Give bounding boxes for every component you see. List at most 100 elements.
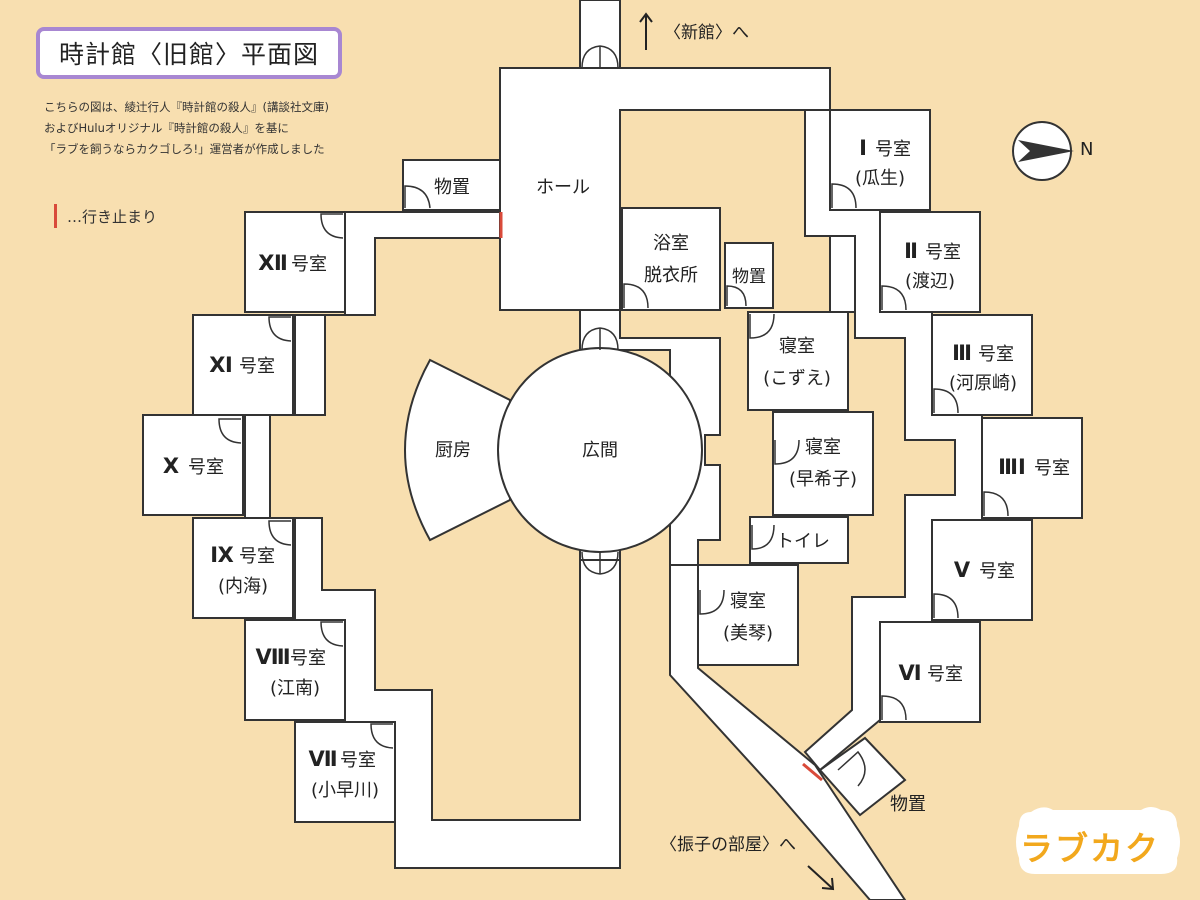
room-4-label: ⅢⅠ 号室 (998, 455, 1070, 479)
room-2 (879, 211, 981, 313)
room-12-label: Ⅻ 号室 (258, 251, 327, 275)
door-room8-icon (320, 621, 344, 647)
room-6 (879, 621, 981, 723)
bath-label-line2: 脱衣所 (644, 265, 698, 286)
room-4-number: ⅢⅠ (998, 455, 1026, 479)
room-3-suffix: 号室 (978, 344, 1014, 365)
room-7-occupant: (小早川) (311, 780, 379, 801)
door-room3-icon (933, 388, 959, 414)
door-room9-icon (268, 520, 292, 546)
room-9-suffix: 号室 (239, 546, 275, 567)
door-room2-icon (881, 285, 907, 311)
legend-dead-end: …行き止まり (54, 204, 157, 228)
room-9-label: Ⅸ 号室 (内海) (210, 543, 275, 597)
room-5-label: Ⅴ 号室 (954, 558, 1015, 582)
room-8 (244, 619, 346, 721)
room-7-label: Ⅶ 号室 (小早川) (308, 747, 379, 801)
bedroom-sakiko-label-line2: (早希子) (789, 469, 857, 490)
bedroom-sakiko (772, 411, 874, 516)
room-5 (931, 519, 1033, 621)
room-1 (829, 109, 931, 211)
room-11 (192, 314, 294, 416)
storage-top-room (402, 159, 501, 211)
bedroom-mikoto (697, 564, 799, 666)
room-2-occupant: (渡辺) (905, 271, 955, 292)
room-10-number: Ⅹ (163, 454, 179, 478)
room-5-suffix: 号室 (979, 561, 1015, 582)
credit-line-3: 「ラブを飼うならカクゴしろ!」運営者が作成しました (44, 142, 325, 156)
room-8-occupant: (江南) (270, 678, 320, 699)
room-7 (294, 721, 396, 823)
bedroom-kozue (747, 311, 849, 411)
direction-pendulum-room: 〈振子の部屋〉へ (660, 835, 796, 855)
toilet-room (749, 516, 849, 564)
room-12-suffix: 号室 (291, 254, 327, 275)
room-11-suffix: 号室 (239, 356, 275, 377)
room-9-number: Ⅸ (210, 543, 234, 567)
room-9 (192, 517, 294, 619)
door-sakiko-icon (774, 439, 800, 465)
hall-label: ホール (536, 177, 590, 198)
room-5-number: Ⅴ (954, 558, 971, 582)
room-10-label: Ⅹ 号室 (163, 454, 224, 478)
storage-mid-room (724, 242, 774, 309)
room-1-suffix: 号室 (875, 139, 911, 160)
storage-bottom-label: 物置 (890, 794, 926, 815)
door-storage-top-icon (404, 185, 431, 209)
bedroom-mikoto-label-line1: 寝室 (730, 591, 766, 612)
compass-icon (1012, 121, 1074, 181)
room-11-number: Ⅺ (209, 353, 233, 377)
credit-line-2: およびHuluオリジナル『時計館の殺人』を基に (44, 121, 289, 135)
room-1-label: Ⅰ 号室 (瓜生) (855, 136, 911, 189)
logo-badge-icon (1016, 807, 1180, 874)
room-10-suffix: 号室 (188, 457, 224, 478)
bedroom-mikoto-label-line2: (美琴) (723, 623, 773, 644)
room-6-number: Ⅵ (898, 661, 921, 685)
bedroom-kozue-label-line1: 寝室 (779, 336, 815, 357)
arrow-down-right-icon (807, 865, 835, 891)
bedroom-kozue-label-line2: (こずえ) (763, 368, 831, 389)
salon-label: 広間 (582, 440, 618, 461)
door-room12-icon (320, 213, 344, 239)
bath-room (621, 207, 721, 311)
room-3-label: Ⅲ 号室 (河原崎) (949, 341, 1017, 394)
door-room4-icon (983, 491, 1009, 517)
room-7-number: Ⅶ (308, 747, 337, 771)
room-2-suffix: 号室 (925, 242, 961, 263)
room-3-occupant: (河原崎) (949, 373, 1017, 394)
credit-line-1: こちらの図は、綾辻行人『時計館の殺人』(講談社文庫) (44, 100, 329, 114)
door-room5-icon (933, 593, 959, 619)
room-8-suffix: 号室 (290, 648, 326, 669)
door-storage-bottom-icon (837, 750, 866, 787)
room-2-number: Ⅱ (904, 239, 918, 263)
door-north-icon (581, 45, 619, 69)
door-room10-icon (218, 418, 242, 444)
door-mikoto-icon (699, 589, 725, 615)
room-3-number: Ⅲ (952, 341, 972, 365)
bedroom-sakiko-label-line1: 寝室 (805, 437, 841, 458)
logo-text: ラブカク (1020, 829, 1160, 868)
door-room6-icon (881, 695, 907, 721)
dead-end-marker-southeast (802, 762, 823, 782)
direction-new-wing: 〈新館〉へ (664, 23, 749, 43)
room-4 (981, 417, 1083, 519)
door-room7-icon (370, 723, 394, 749)
room-8-number: Ⅷ (255, 645, 290, 669)
room-7-suffix: 号室 (340, 750, 376, 771)
bath-label-line1: 浴室 (653, 233, 689, 254)
room-11-label: Ⅺ 号室 (209, 353, 275, 377)
door-kozue-icon (749, 313, 775, 339)
compass-north-label: N (1080, 139, 1094, 160)
room-3 (931, 314, 1033, 416)
storage-bottom-room (818, 736, 907, 817)
door-salon-south-icon (581, 551, 619, 575)
legend-text: …行き止まり (67, 207, 158, 226)
room-9-occupant: (内海) (218, 576, 268, 597)
room-4-suffix: 号室 (1034, 458, 1070, 479)
storage-top-label: 物置 (434, 177, 470, 198)
room-12 (244, 211, 346, 313)
door-toilet-icon (751, 524, 775, 550)
kitchen-label: 厨房 (435, 440, 471, 461)
